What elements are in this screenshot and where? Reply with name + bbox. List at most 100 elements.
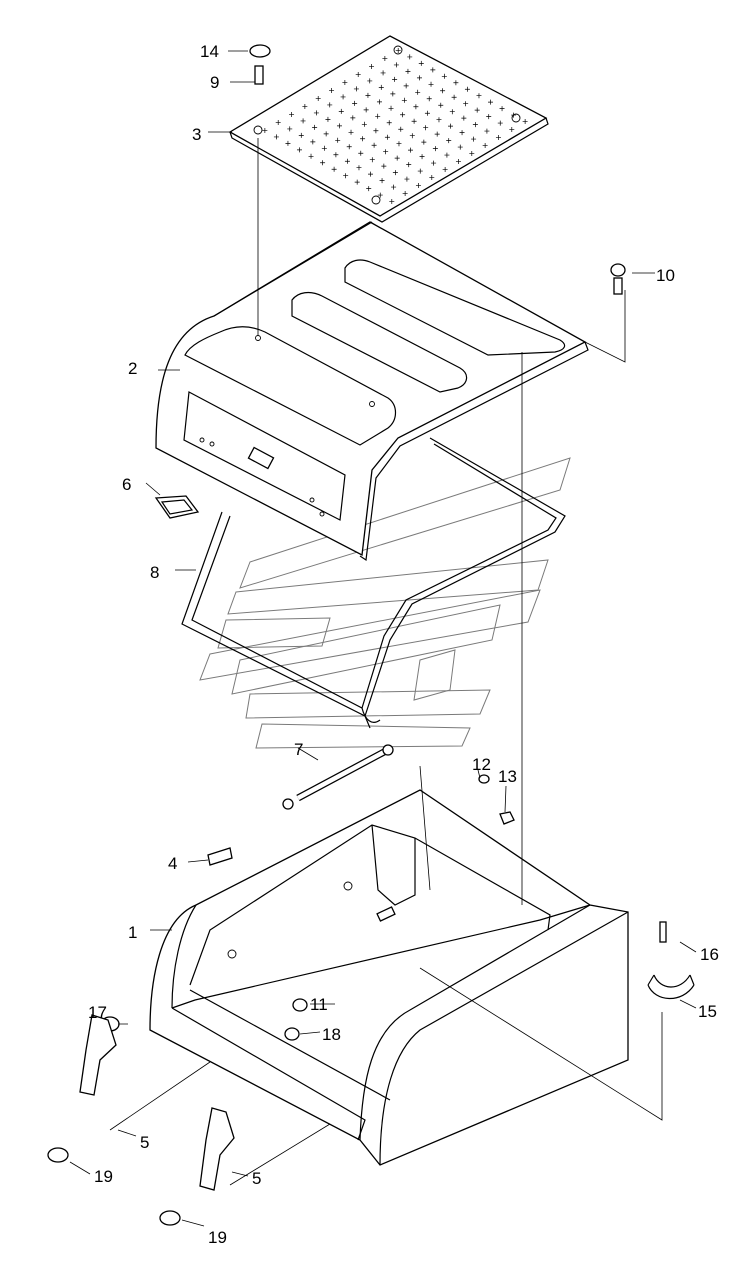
perforation-hole bbox=[353, 86, 359, 92]
perforation-hole bbox=[352, 100, 358, 106]
perforation-hole bbox=[459, 130, 465, 136]
perforation-hole bbox=[461, 115, 467, 121]
perforation-hole bbox=[275, 119, 281, 125]
callout-label: 5 bbox=[252, 1169, 261, 1188]
perforation-hole bbox=[474, 107, 480, 113]
perforation-hole bbox=[338, 108, 344, 114]
callout-label: 6 bbox=[122, 475, 131, 494]
perforation-hole bbox=[405, 68, 411, 74]
callout-label: 12 bbox=[472, 755, 491, 774]
perforation-hole bbox=[315, 95, 321, 101]
perforation-hole bbox=[388, 105, 394, 111]
perforation-hole bbox=[428, 81, 434, 87]
perforation-hole bbox=[423, 125, 429, 131]
perforation-hole bbox=[371, 142, 377, 148]
callout-label: 2 bbox=[128, 359, 137, 378]
small-hardware bbox=[284, 774, 515, 1041]
perforation-hole bbox=[396, 141, 402, 147]
perforation-hole bbox=[373, 128, 379, 134]
perforation-hole bbox=[424, 110, 430, 116]
callout-label: 5 bbox=[140, 1133, 149, 1152]
perforation-hole bbox=[419, 154, 425, 160]
perforation-hole bbox=[434, 131, 440, 137]
perforation-hole bbox=[418, 60, 424, 66]
perforation-hole bbox=[313, 110, 319, 116]
perforation-hole bbox=[476, 93, 482, 99]
perforation-hole bbox=[451, 94, 457, 100]
perforation-hole bbox=[469, 151, 475, 157]
perforation-hole bbox=[394, 155, 400, 161]
perforation-hole bbox=[325, 116, 331, 122]
perforation-hole bbox=[356, 165, 362, 171]
perforation-hole bbox=[382, 55, 388, 61]
perforation-hole bbox=[300, 118, 306, 124]
perforation-hole bbox=[384, 134, 390, 140]
perforation-hole bbox=[323, 131, 329, 137]
perforation-hole bbox=[386, 120, 392, 126]
perforation-hole bbox=[320, 160, 326, 166]
callout-label: 7 bbox=[294, 740, 303, 759]
perforation-hole bbox=[340, 94, 346, 100]
perforation-hole bbox=[406, 162, 412, 168]
perforation-hole bbox=[511, 112, 517, 118]
perforation-hole bbox=[391, 184, 397, 190]
latch-assemblies bbox=[47, 1014, 235, 1226]
callout-label: 3 bbox=[192, 125, 201, 144]
perforation-hole bbox=[441, 73, 447, 79]
perforation-hole bbox=[329, 87, 335, 93]
gas-spring bbox=[282, 744, 394, 810]
perforation-hole bbox=[408, 147, 414, 153]
callout-label: 9 bbox=[210, 73, 219, 92]
perforation-hole bbox=[415, 89, 421, 95]
perforation-hole bbox=[346, 144, 352, 150]
perforation-hole bbox=[472, 122, 478, 128]
perforation-hole bbox=[436, 117, 442, 123]
perforation-hole bbox=[402, 191, 408, 197]
perforation-hole bbox=[392, 76, 398, 82]
perforation-hole bbox=[398, 126, 404, 132]
perforation-hole bbox=[417, 168, 423, 174]
leader-lines bbox=[69, 50, 697, 1227]
callout-label: 16 bbox=[700, 945, 719, 964]
callout-label: 10 bbox=[656, 266, 675, 285]
gasket-frame bbox=[181, 437, 566, 729]
perforation-hole bbox=[409, 133, 415, 139]
perforation-hole bbox=[342, 79, 348, 85]
perforation-hole bbox=[429, 175, 435, 181]
perforation-hole bbox=[432, 146, 438, 152]
perforation-hole bbox=[355, 71, 361, 77]
perforation-hole bbox=[369, 63, 375, 69]
perforation-hole bbox=[375, 113, 381, 119]
perforation-hole bbox=[457, 144, 463, 150]
perforation-hole bbox=[403, 83, 409, 89]
perforation-hole bbox=[354, 179, 360, 185]
perforation-hole bbox=[336, 123, 342, 129]
perforation-hole bbox=[486, 114, 492, 120]
perforation-hole bbox=[400, 112, 406, 118]
perforated-plate bbox=[228, 35, 549, 223]
callout-label: 4 bbox=[168, 854, 177, 873]
perforation-hole bbox=[308, 153, 314, 159]
perforation-hole bbox=[331, 166, 337, 172]
perforation-hole bbox=[455, 159, 461, 165]
perforation-hole bbox=[499, 106, 505, 112]
callout-label: 15 bbox=[698, 1002, 717, 1021]
perforation-hole bbox=[361, 121, 367, 127]
perforation-hole bbox=[509, 127, 515, 133]
pad-block bbox=[207, 847, 233, 866]
perforation-hole bbox=[360, 136, 366, 142]
perforation-hole bbox=[438, 102, 444, 108]
perforation-hole bbox=[482, 143, 488, 149]
perforation-hole bbox=[449, 109, 455, 115]
perforation-hole bbox=[363, 107, 369, 113]
watermark-logo bbox=[199, 457, 571, 749]
perforation-hole bbox=[376, 99, 382, 105]
perforation-hole bbox=[379, 178, 385, 184]
perforation-hole bbox=[453, 80, 459, 86]
perforation-hole bbox=[392, 170, 398, 176]
perforation-hole bbox=[488, 99, 494, 105]
perforation-hole bbox=[446, 138, 452, 144]
perforation-hole bbox=[366, 186, 372, 192]
perforation-hole bbox=[312, 124, 318, 130]
